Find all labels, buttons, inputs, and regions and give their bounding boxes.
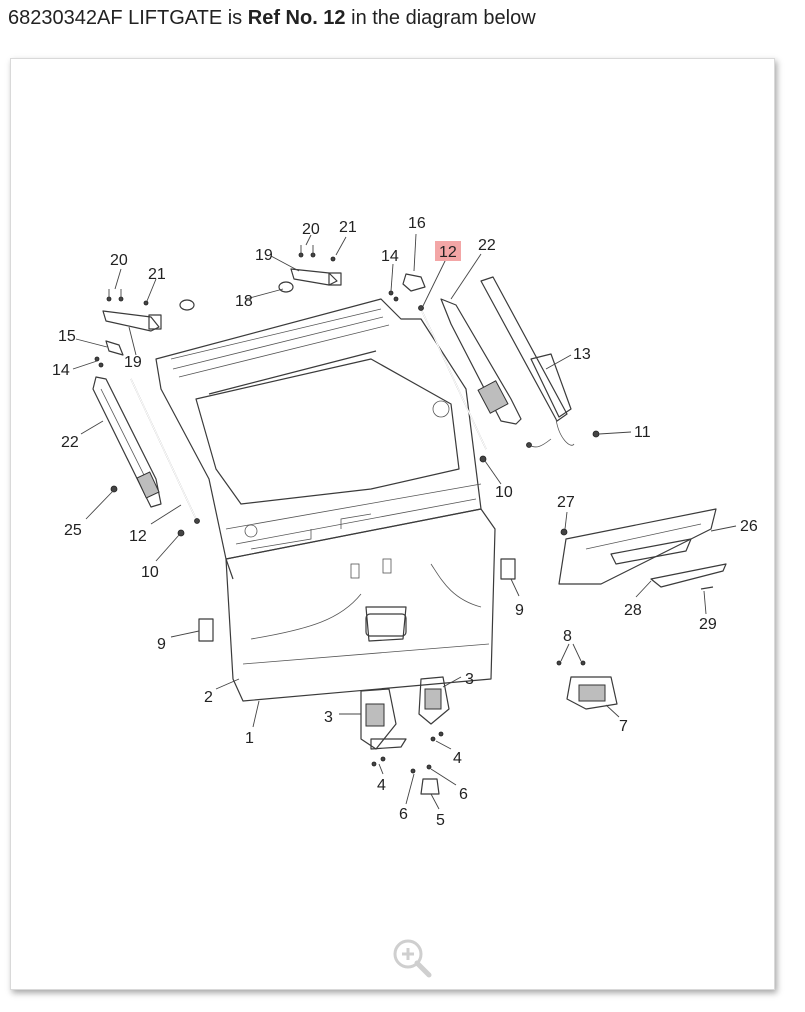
- right-trim-22: [440, 298, 522, 425]
- right-strut-12: [418, 305, 487, 450]
- block-9-left: [198, 618, 214, 642]
- callout: 20: [110, 252, 128, 269]
- ref-12-highlight: [435, 241, 461, 261]
- left-hinge-19: [102, 289, 162, 332]
- callout: 4: [377, 777, 386, 794]
- liftgate-outer-panel: [225, 508, 496, 702]
- callout: 28: [624, 602, 642, 619]
- callout: 3: [465, 671, 474, 688]
- bracket-16: [402, 273, 426, 292]
- callout: 4: [453, 750, 462, 767]
- callout: 13: [573, 346, 591, 363]
- latch-3-right: [418, 676, 450, 725]
- left-trim-22: [92, 376, 162, 508]
- callout: 8: [563, 628, 572, 645]
- applique-26: [558, 508, 717, 585]
- callout: 22: [61, 434, 79, 451]
- handle-housing-7: [556, 660, 618, 710]
- callout: 9: [515, 602, 524, 619]
- callout: 22: [478, 237, 496, 254]
- leader-lines: [72, 233, 737, 810]
- fastener-11: [592, 430, 600, 438]
- page-heading: 68230342AF LIFTGATE is Ref No. 12 in the…: [8, 7, 536, 30]
- callout: 14: [381, 248, 399, 265]
- callout: 19: [255, 247, 273, 264]
- callout: 18: [235, 293, 253, 310]
- callout: 27: [557, 494, 575, 511]
- callout: 25: [64, 522, 82, 539]
- callout: 7: [619, 718, 628, 735]
- callout: 9: [157, 636, 166, 653]
- callout: 10: [141, 564, 159, 581]
- block-9-right: [500, 558, 516, 580]
- callout: 6: [459, 786, 468, 803]
- callout: 26: [740, 518, 758, 535]
- callout: 3: [324, 709, 333, 726]
- left-strut-12: [130, 378, 200, 524]
- callout: 20: [302, 221, 320, 238]
- heading-ref: Ref No. 12: [247, 7, 346, 29]
- diagram-frame[interactable]: 20 21 16 12 22 19 14 18 15 14 19 20 21 2…: [10, 58, 775, 990]
- callout: 14: [52, 362, 70, 379]
- right-hinge-19: [290, 245, 342, 286]
- callout: 16: [408, 215, 426, 232]
- latch-3-left: [360, 688, 407, 750]
- fastener-10-right: [479, 455, 487, 463]
- callout: 29: [699, 616, 717, 633]
- bracket-15: [105, 340, 124, 356]
- zoom-in-icon[interactable]: [391, 937, 435, 981]
- liftgate-inner-frame: [155, 298, 482, 560]
- badge-28: [650, 563, 727, 588]
- callout: 10: [495, 484, 513, 501]
- power-strut-13: [480, 276, 575, 448]
- callout: 15: [58, 328, 76, 345]
- heading-part-number: 68230342AF LIFTGATE is: [8, 7, 248, 29]
- bumper-18-right: [278, 281, 294, 293]
- callout: 12: [129, 528, 147, 545]
- badge-29: [700, 586, 714, 590]
- callout: 11: [634, 424, 651, 441]
- callout: 19: [124, 354, 142, 371]
- fastener-10-left: [177, 529, 185, 537]
- callout: 2: [204, 689, 213, 706]
- callout: 21: [339, 219, 357, 236]
- callout: 1: [245, 730, 254, 747]
- bumper-18-left: [179, 299, 195, 311]
- callout: 21: [148, 266, 166, 283]
- heading-suffix: in the diagram below: [345, 7, 536, 29]
- fastener-25: [110, 485, 118, 493]
- callout: 5: [436, 812, 445, 829]
- callout-labels: 20 21 16 12 22 19 14 18 15 14 19 20 21 2…: [52, 215, 758, 829]
- liftgate-exploded-diagram: 20 21 16 12 22 19 14 18 15 14 19 20 21 2…: [52, 215, 758, 829]
- callout-ref-12: 12: [439, 244, 457, 261]
- callout: 6: [399, 806, 408, 823]
- striker-5: [420, 778, 440, 795]
